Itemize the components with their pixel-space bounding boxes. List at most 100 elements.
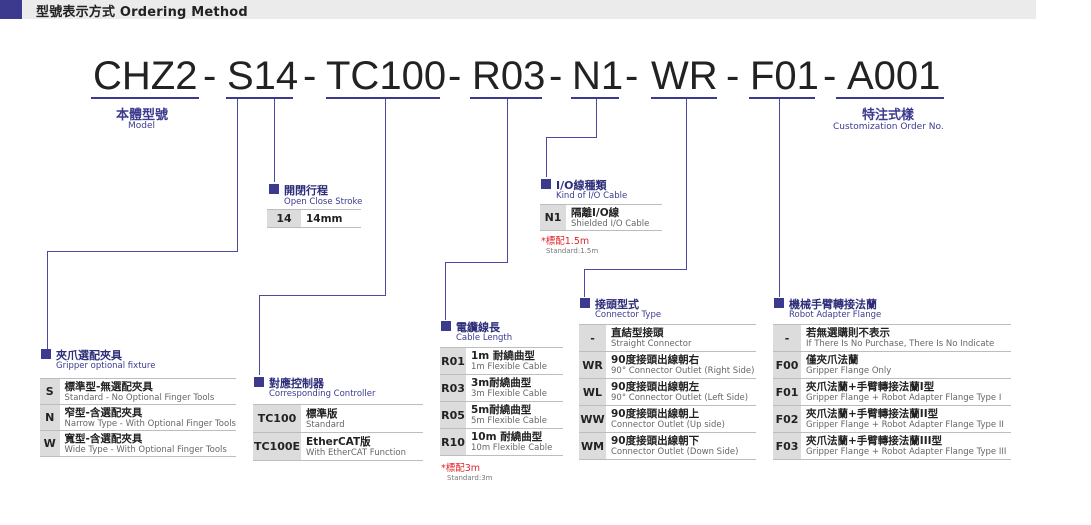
table-row: N1 隔離I/O線 Shielded I/O Cable — [540, 204, 662, 231]
option-desc-en: Narrow Type - With Optional Finger Tools — [64, 418, 237, 429]
option-desc-zh: 3m耐繞曲型 — [471, 377, 532, 389]
option-desc-zh: 窄型-含選配夾具 — [64, 406, 143, 419]
stroke-title-en: Open Close Stroke — [284, 197, 363, 207]
option-desc-zh: 90度接頭出線朝下 — [611, 435, 700, 447]
option-desc-en: 10m Flexible Cable — [471, 443, 553, 453]
connector-line — [546, 137, 547, 177]
option-code: N — [40, 404, 60, 431]
connector-underline — [651, 97, 717, 99]
option-code: WM — [579, 432, 606, 460]
controller-underline — [326, 97, 440, 99]
code-io: N1 — [572, 54, 624, 98]
option-code: WR — [579, 351, 606, 379]
option-code: WL — [579, 378, 606, 406]
option-desc-zh: 夾爪法蘭+手臂轉接法蘭I型 — [806, 381, 935, 393]
cable-marker — [441, 321, 451, 331]
option-code: F00 — [773, 351, 801, 379]
connector-line — [445, 262, 508, 263]
option-desc-zh: 90度接頭出線朝上 — [611, 408, 700, 420]
code-dash: - — [726, 54, 740, 98]
stroke-marker — [269, 184, 279, 194]
option-desc-zh: 若無選購則不表示 — [806, 327, 890, 339]
option-desc-zh: 夾爪法蘭+手臂轉接法蘭III型 — [806, 435, 943, 447]
controller-title-en: Corresponding Controller — [269, 389, 376, 399]
gripper-marker — [41, 349, 51, 359]
code-flange: F01 — [750, 54, 819, 98]
section-header: 型號表示方式 Ordering Method — [0, 0, 1036, 20]
io-note-en: Standard:1.5m — [546, 247, 599, 255]
controller-title-zh: 對應控制器 — [269, 377, 324, 390]
code-custom: A001 — [847, 54, 941, 98]
option-desc-en: 90° Connector Outlet (Right Side) — [611, 366, 755, 376]
option-desc-zh: 僅夾爪法蘭 — [806, 354, 859, 366]
cable-title-zh: 電纜線長 — [456, 321, 500, 334]
connector-title-zh: 接頭型式 — [595, 298, 639, 311]
option-desc-en: If There Is No Purchase, There Is No Ind… — [806, 339, 995, 349]
option-desc-en: Standard — [306, 419, 345, 430]
model-label-zh: 本體型號 — [116, 108, 169, 123]
option-desc-en: Connector Outlet (Down Side) — [611, 447, 739, 457]
code-dash: - — [303, 54, 317, 98]
option-desc-zh: EtherCAT版 — [306, 435, 371, 448]
option-desc-en: Gripper Flange + Robot Adapter Flange Ty… — [806, 393, 1002, 403]
option-desc-en: Shielded I/O Cable — [571, 218, 650, 229]
option-desc-zh: 14mm — [306, 212, 343, 225]
model-underline — [91, 97, 199, 99]
cable-underline — [470, 97, 542, 99]
option-code: WW — [579, 405, 606, 433]
option-code: R03 — [440, 374, 466, 402]
option-desc-en: Gripper Flange Only — [806, 366, 892, 376]
option-code: S — [40, 378, 60, 405]
option-code: R10 — [440, 428, 466, 456]
flange-marker — [774, 298, 784, 308]
connector-line — [546, 137, 597, 138]
code-dash: - — [823, 54, 837, 98]
connector-line — [596, 99, 597, 137]
option-desc-en: Connector Outlet (Up side) — [611, 420, 725, 430]
connector-line — [274, 99, 275, 182]
connector-line — [385, 99, 386, 295]
option-code: 14 — [267, 209, 301, 228]
option-desc-en: 5m Flexible Cable — [471, 416, 547, 426]
connector-title-en: Connector Type — [595, 310, 662, 320]
option-code: TC100 — [253, 404, 301, 433]
option-desc-zh: 隔離I/O線 — [571, 206, 620, 219]
table-row: 14 14mm — [267, 209, 361, 228]
io-table: N1 隔離I/O線 Shielded I/O Cable — [540, 204, 662, 231]
code-cable-length: R03 — [472, 54, 546, 98]
option-desc-zh: 寬型-含選配夾具 — [64, 432, 143, 445]
option-desc-en: Standard - No Optional Finger Tools — [64, 392, 215, 403]
option-code: F02 — [773, 405, 801, 433]
option-desc-en: 90° Connector Outlet (Left Side) — [611, 393, 749, 403]
header-accent-block — [0, 0, 22, 19]
io-note: *標配1.5m — [541, 236, 590, 247]
connector-line — [47, 251, 238, 252]
connector-line — [237, 99, 238, 251]
connector-line — [507, 99, 508, 262]
option-desc-en: Straight Connector — [611, 339, 692, 349]
custom-label-en: Customization Order No. — [833, 122, 944, 132]
option-desc-zh: 標準版 — [306, 407, 338, 420]
code-dash: - — [203, 54, 217, 98]
option-desc-en: 3m Flexible Cable — [471, 389, 547, 399]
connector-line — [259, 295, 386, 296]
gripper-title-en: Gripper optional fixture — [56, 361, 156, 371]
code-stroke: S14 — [227, 54, 299, 98]
stroke-title-zh: 開閉行程 — [284, 184, 328, 197]
code-model: CHZ2 — [93, 54, 198, 98]
section-title: 型號表示方式 Ordering Method — [36, 5, 248, 20]
option-code: N1 — [540, 204, 566, 231]
option-code: TC100E — [253, 432, 301, 461]
